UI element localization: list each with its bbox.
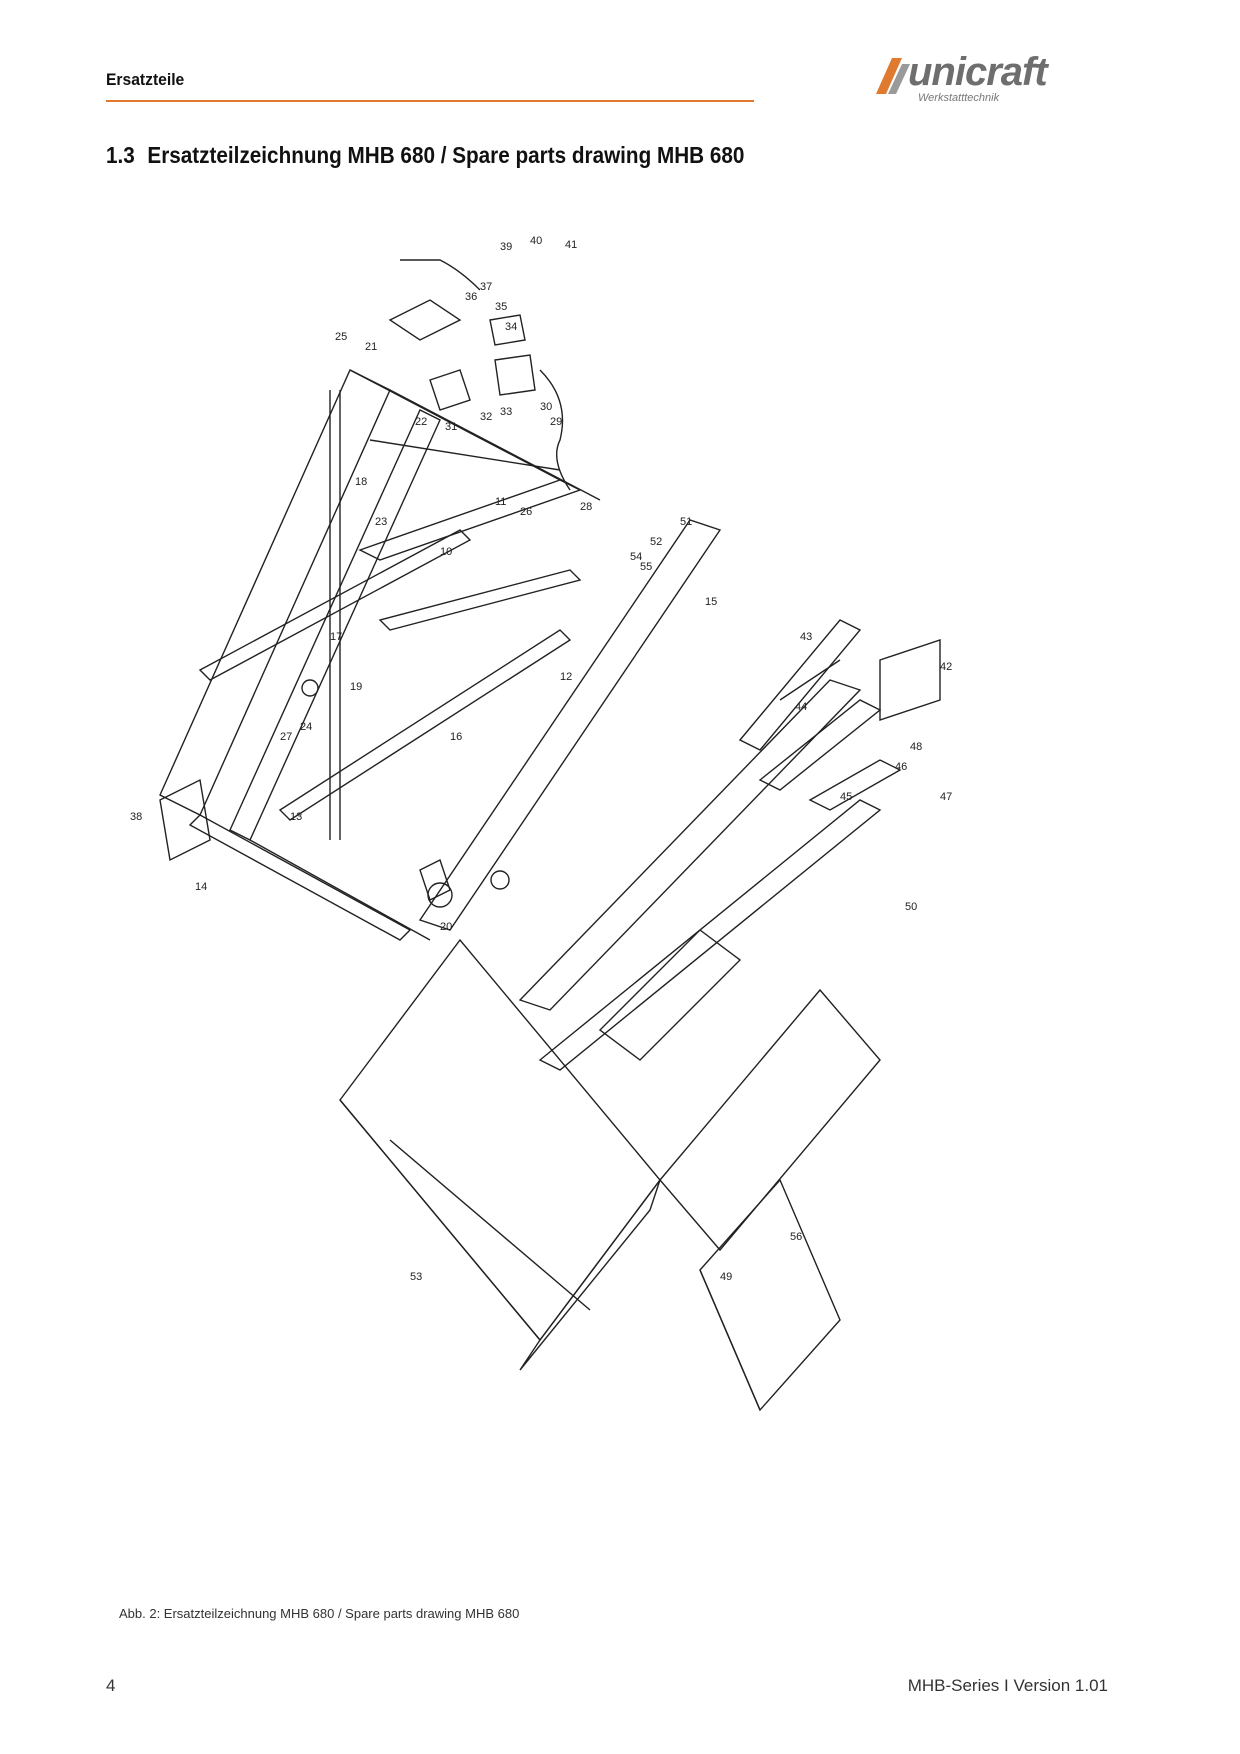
callout-label: 39	[500, 241, 512, 253]
callout-label: 13	[290, 811, 302, 823]
section-heading: 1.3 Ersatzteilzeichnung MHB 680 / Spare p…	[106, 142, 744, 169]
callout-label: 45	[840, 791, 852, 803]
callout-label: 36	[465, 291, 477, 303]
callout-label: 22	[415, 416, 427, 428]
callout-label: 32	[480, 411, 492, 423]
callout-label: 42	[940, 661, 952, 673]
rail-left	[418, 519, 722, 931]
callout-label: 23	[375, 516, 387, 528]
callout-label: 37	[480, 281, 492, 293]
callout-label: 20	[440, 921, 452, 933]
callout-label: 12	[560, 671, 572, 683]
callout-label: 29	[550, 416, 562, 428]
callout-label: 14	[195, 881, 207, 893]
callout-label: 54	[630, 551, 642, 563]
callout-label: 34	[505, 321, 517, 333]
figure-caption: Abb. 2: Ersatzteilzeichnung MHB 680 / Sp…	[119, 1606, 520, 1621]
callout-label: 46	[895, 761, 907, 773]
callout-label: 19	[350, 681, 362, 693]
page-number: 4	[106, 1676, 116, 1695]
callout-label: 55	[640, 561, 652, 573]
callout-label: 27	[280, 731, 292, 743]
callout-label: 18	[355, 476, 367, 488]
logo-wordmark: unicraft	[908, 50, 1048, 94]
callout-label: 44	[795, 701, 807, 713]
callout-labels: 39 40 41 37 36 35 34 33 32 31 30 29 25 2…	[130, 235, 952, 1283]
callout-label: 11	[495, 496, 506, 508]
callout-label: 15	[705, 596, 717, 608]
callout-label: 25	[335, 331, 347, 343]
callout-label: 48	[910, 741, 922, 753]
callout-label: 30	[540, 401, 552, 413]
callout-label: 31	[445, 421, 457, 433]
callout-label: 53	[410, 1271, 422, 1283]
header-section-label: Ersatzteile	[106, 70, 185, 89]
document-version: MHB-Series I Version 1.01	[907, 1676, 1108, 1695]
loose-plate	[699, 1178, 841, 1412]
logo-mark-icon	[876, 58, 910, 94]
callout-label: 28	[580, 501, 592, 513]
callout-label: 52	[650, 536, 662, 548]
callout-label: 43	[800, 631, 812, 643]
callout-label: 10	[440, 546, 452, 558]
callout-label: 16	[450, 731, 462, 743]
callout-label: 17	[330, 631, 342, 643]
brand-logo: unicraft Werkstatttechnik	[872, 48, 1112, 108]
callout-label: 51	[680, 516, 692, 528]
header-rule	[106, 100, 754, 102]
callout-label: 41	[565, 239, 577, 251]
section-number: 1.3	[106, 142, 135, 168]
callout-label: 40	[530, 235, 542, 247]
spare-parts-drawing: 39 40 41 37 36 35 34 33 32 31 30 29 25 2…	[130, 235, 952, 1412]
callout-label: 47	[940, 791, 952, 803]
main-frame	[159, 369, 391, 816]
callout-label: 21	[365, 341, 377, 353]
callout-label: 26	[520, 506, 532, 518]
callout-label: 35	[495, 301, 507, 313]
section-title: Ersatzteilzeichnung MHB 680 / Spare part…	[147, 142, 745, 168]
callout-label: 24	[300, 721, 312, 733]
callout-label: 38	[130, 811, 142, 823]
callout-label: 50	[905, 901, 917, 913]
logo-tagline: Werkstatttechnik	[918, 92, 1000, 104]
platform	[339, 938, 661, 1342]
callout-label: 33	[500, 406, 512, 418]
callout-label: 56	[790, 1231, 802, 1243]
callout-label: 49	[720, 1271, 732, 1283]
rail-right	[518, 679, 862, 1011]
